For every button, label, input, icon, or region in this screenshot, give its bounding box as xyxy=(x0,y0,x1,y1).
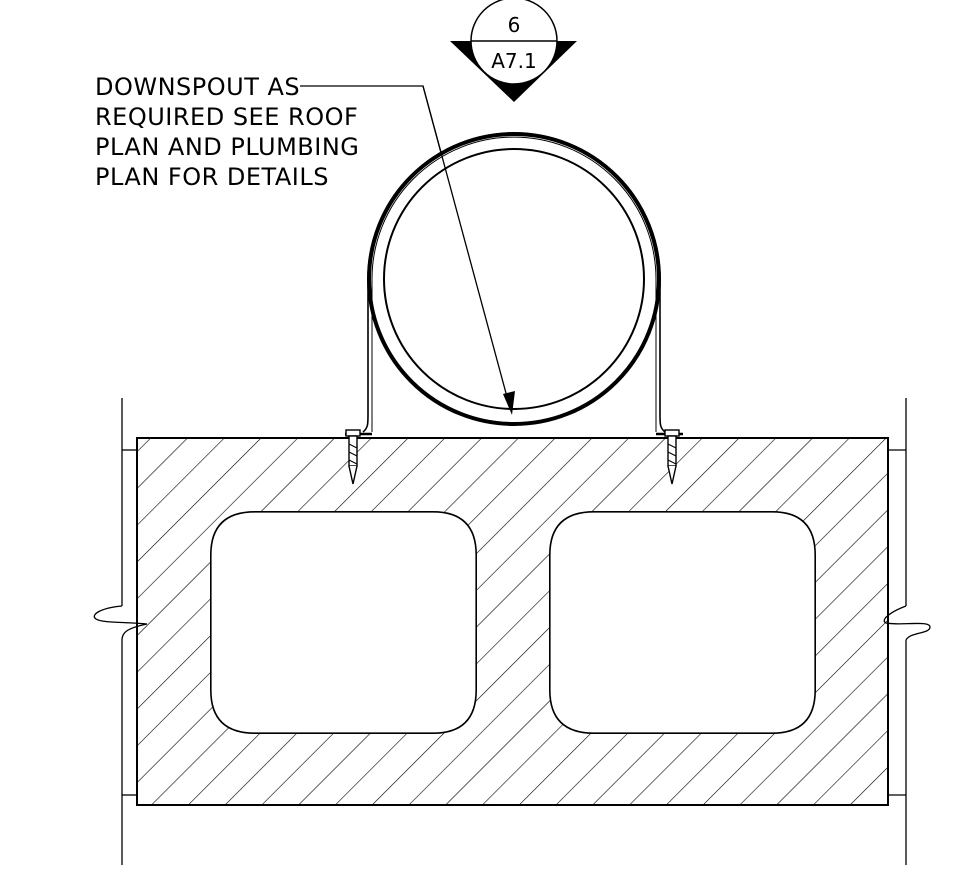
callout-line-2: REQUIRED SEE ROOF xyxy=(95,103,358,131)
screw-fastener-icon xyxy=(345,429,361,485)
callout-line-3: PLAN AND PLUMBING xyxy=(95,133,359,161)
callout-line-1: DOWNSPOUT AS xyxy=(95,73,300,101)
section-cut-marker-icon xyxy=(450,0,577,102)
detail-number: 6 xyxy=(508,13,521,37)
cmu-cell-right xyxy=(549,511,816,734)
callout-line-4: PLAN FOR DETAILS xyxy=(95,163,329,191)
sheet-number: A7.1 xyxy=(491,49,537,73)
break-line-icon xyxy=(883,398,931,865)
screw-fastener-icon xyxy=(664,429,680,485)
break-line-icon xyxy=(93,398,148,865)
leader-arrow-overlay xyxy=(422,85,515,415)
cmu-cell-left xyxy=(210,511,477,734)
downspout-pipe xyxy=(367,132,661,426)
